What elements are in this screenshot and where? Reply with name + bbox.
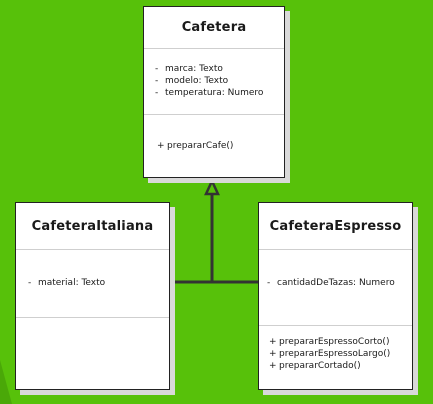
class-box-cafetera-italiana[interactable]: CafeteraItaliana - material: Texto — [15, 202, 170, 390]
visibility-marker: + — [157, 141, 165, 151]
attribute-text: temperatura: Numero — [165, 88, 264, 98]
method-text: prepararCortado() — [279, 361, 361, 371]
methods-section — [16, 318, 169, 388]
class-box-cafetera-espresso[interactable]: CafeteraEspresso - cantidadDeTazas: Nume… — [258, 202, 413, 390]
inheritance-arrowhead — [204, 178, 220, 196]
method-preparar-espresso-corto: + prepararEspressoCorto() — [269, 336, 412, 348]
methods-section: + prepararCafe() — [144, 115, 284, 152]
attribute-modelo: - modelo: Texto — [155, 75, 284, 87]
visibility-marker: + — [269, 349, 277, 359]
visibility-marker: + — [269, 337, 277, 347]
visibility-marker: - — [28, 278, 32, 288]
class-name-section: Cafetera — [144, 7, 284, 49]
visibility-marker: - — [267, 278, 271, 288]
class-name-section: CafeteraItaliana — [16, 203, 169, 250]
attribute-text: modelo: Texto — [165, 76, 229, 86]
class-name-cafetera-espresso: CafeteraEspresso — [269, 218, 402, 234]
method-text: prepararCafe() — [167, 141, 234, 151]
class-box-cafetera[interactable]: Cafetera - marca: Texto - modelo: Texto … — [143, 6, 285, 178]
method-preparar-espresso-largo: + prepararEspressoLargo() — [269, 348, 412, 360]
attributes-section: - cantidadDeTazas: Numero — [259, 250, 412, 326]
class-name-cafetera: Cafetera — [181, 20, 247, 35]
visibility-marker: - — [155, 88, 159, 98]
attribute-text: cantidadDeTazas: Numero — [277, 278, 395, 288]
method-preparar-cafe: + prepararCafe() — [157, 140, 284, 152]
class-name-section: CafeteraEspresso — [259, 203, 412, 250]
attribute-cantidad-de-tazas: - cantidadDeTazas: Numero — [267, 277, 412, 289]
method-text: prepararEspressoLargo() — [279, 349, 391, 359]
visibility-marker: - — [155, 76, 159, 86]
attributes-section: - marca: Texto - modelo: Texto - tempera… — [144, 49, 284, 115]
attribute-text: marca: Texto — [165, 64, 223, 74]
method-preparar-cortado: + prepararCortado() — [269, 360, 412, 372]
method-text: prepararEspressoCorto() — [279, 337, 390, 347]
attribute-temperatura: - temperatura: Numero — [155, 87, 284, 99]
attributes-section: - material: Texto — [16, 250, 169, 318]
visibility-marker: + — [269, 361, 277, 371]
class-name-cafetera-italiana: CafeteraItaliana — [31, 218, 154, 234]
visibility-marker: - — [155, 64, 159, 74]
methods-section: + prepararEspressoCorto() + prepararEspr… — [259, 326, 412, 372]
attribute-text: material: Texto — [38, 278, 106, 288]
attribute-material: - material: Texto — [28, 277, 169, 289]
attribute-marca: - marca: Texto — [155, 63, 284, 75]
